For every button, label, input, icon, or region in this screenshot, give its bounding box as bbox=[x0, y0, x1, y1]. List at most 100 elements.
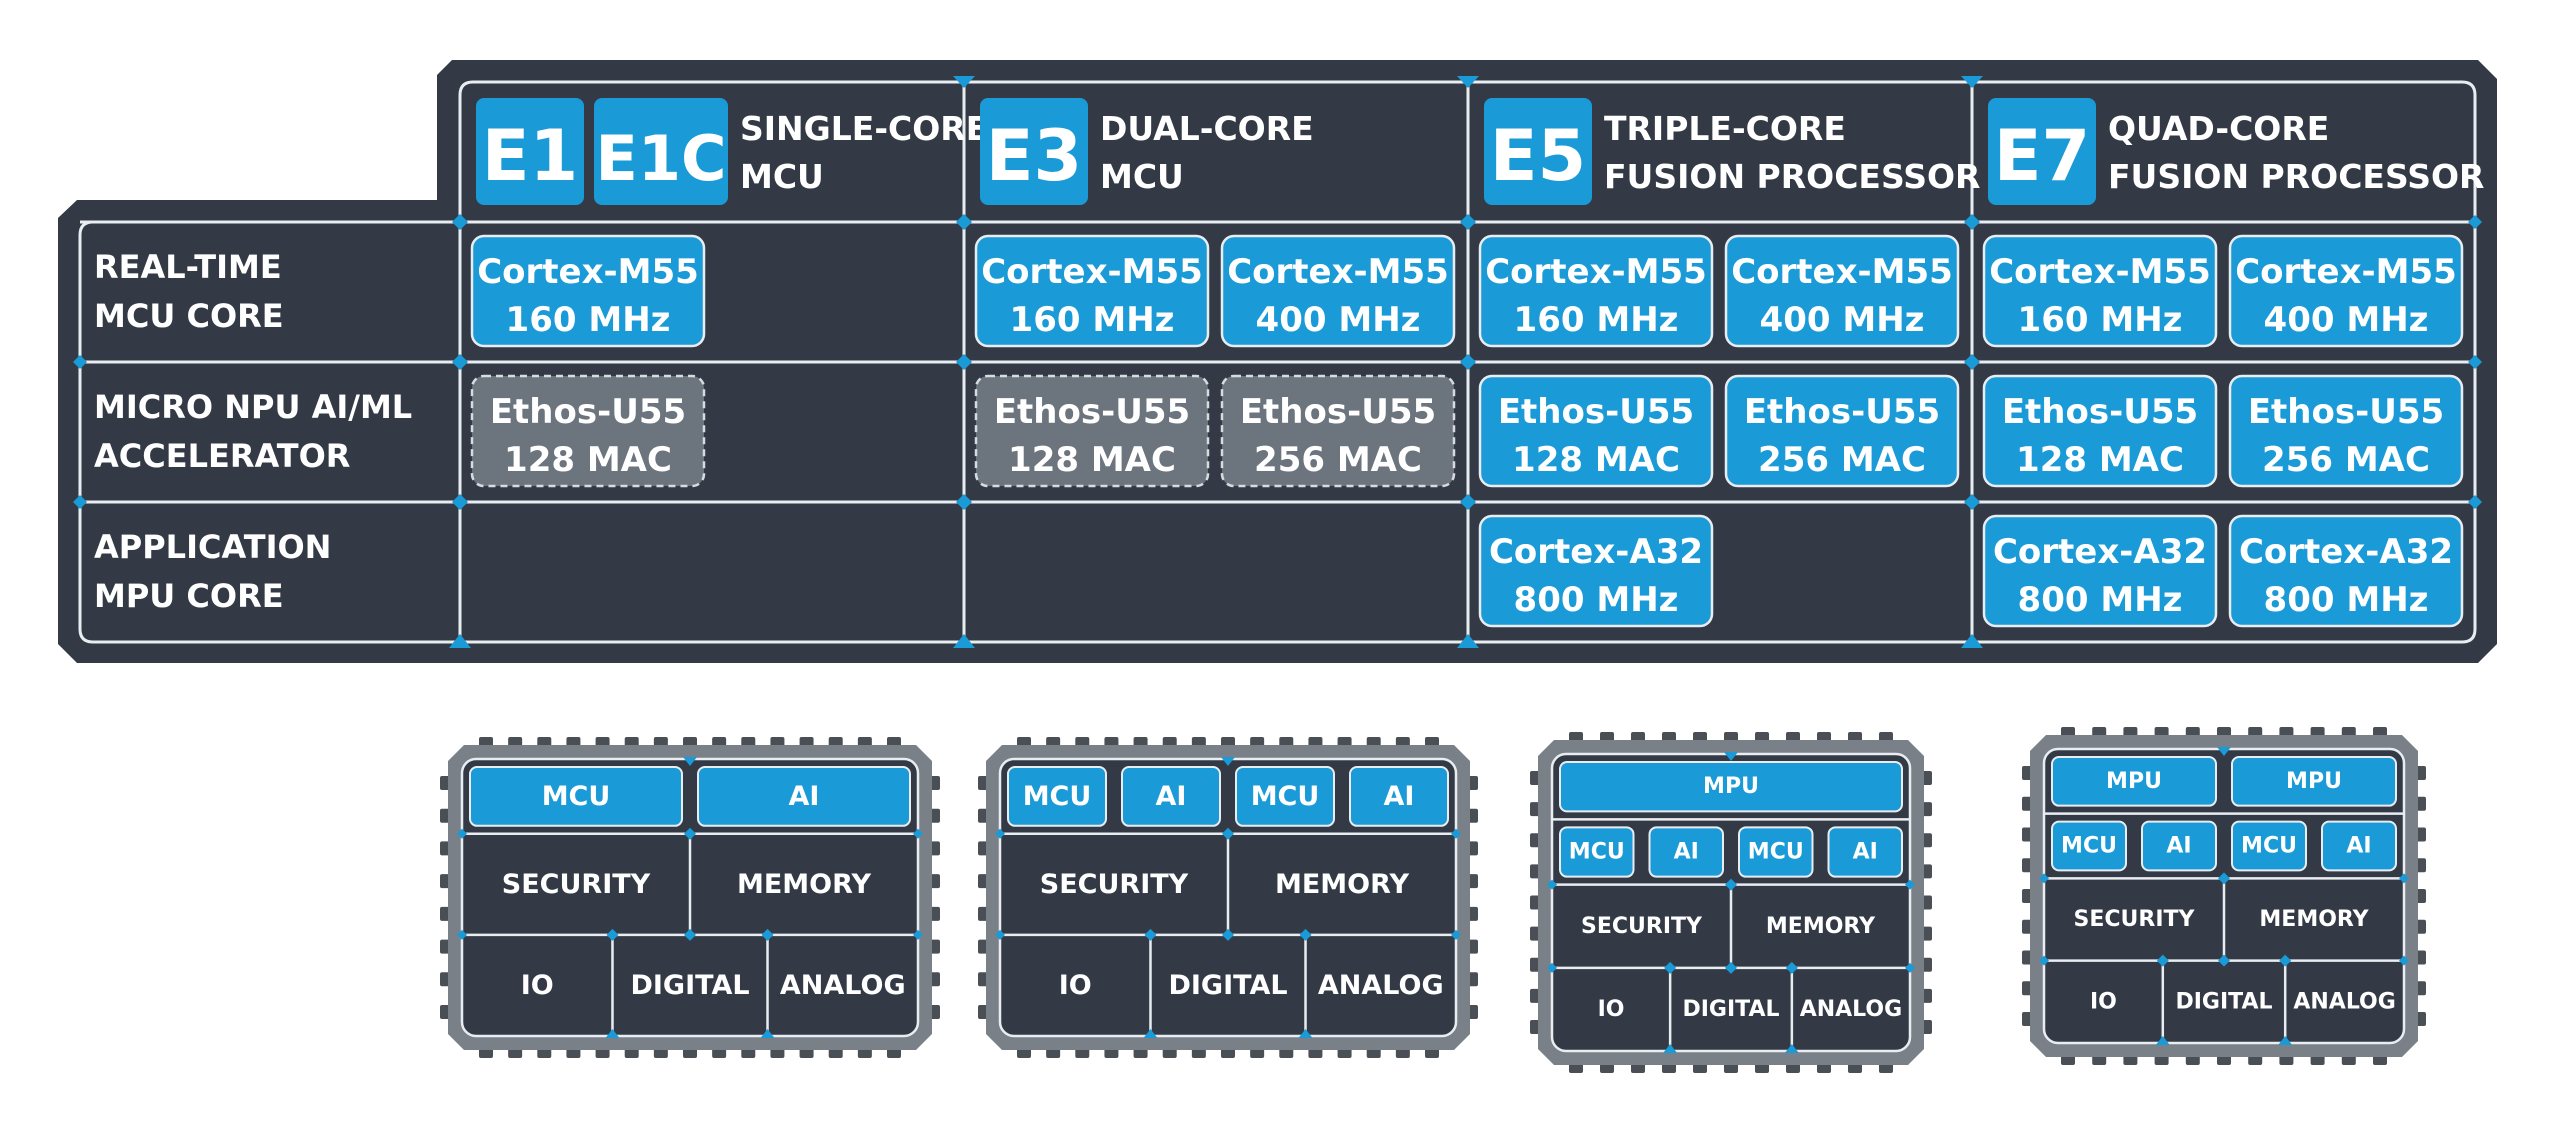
connector-dot bbox=[1221, 757, 1235, 766]
connector-dot bbox=[1460, 354, 1476, 370]
chip-block-label: AI bbox=[2346, 834, 2371, 859]
spec-box bbox=[2228, 234, 2464, 348]
column-title-line1: TRIPLE-CORE bbox=[1604, 109, 1846, 148]
chip-block bbox=[1349, 766, 1449, 827]
chip-block-label: AI bbox=[1384, 781, 1415, 812]
spec-value: 128 MAC bbox=[1008, 440, 1176, 480]
connector-dot bbox=[1143, 1029, 1158, 1038]
model-badge bbox=[1988, 98, 2096, 205]
connector-dot bbox=[913, 929, 923, 940]
chip-region-label: MEMORY bbox=[1766, 914, 1876, 939]
connector-dot bbox=[1961, 634, 1983, 648]
connector-dot bbox=[684, 827, 696, 840]
spec-box bbox=[1478, 234, 1714, 348]
chip-block-label: AI bbox=[1674, 840, 1699, 865]
chip-region-label: MEMORY bbox=[1275, 869, 1409, 900]
column-title-line1: DUAL-CORE bbox=[1100, 109, 1314, 148]
spec-value: 160 MHz bbox=[1514, 300, 1679, 340]
spec-name: Ethos-U55 bbox=[2002, 392, 2198, 432]
chip-region-label: IO bbox=[2090, 989, 2117, 1014]
connector-dot bbox=[2468, 495, 2482, 509]
chip-block-label: MPU bbox=[1703, 774, 1759, 799]
connector-dot bbox=[760, 1029, 775, 1038]
chip-connectors bbox=[2039, 747, 2409, 1045]
connector-dot bbox=[1725, 961, 1737, 974]
chip-region-label: DIGITAL bbox=[1168, 970, 1287, 1001]
connector-dot bbox=[1144, 928, 1157, 941]
chip-block-label: MPU bbox=[2286, 769, 2342, 794]
chip-region-label: SECURITY bbox=[2074, 907, 2196, 932]
chip-block-label: MPU bbox=[2106, 769, 2162, 794]
spec-name: Cortex-M55 bbox=[1989, 252, 2211, 292]
chip-region-label: IO bbox=[1059, 970, 1092, 1001]
spec-value: 800 MHz bbox=[2264, 580, 2429, 620]
connector-dot bbox=[1460, 494, 1476, 510]
chip-block-label: MCU bbox=[1023, 781, 1092, 812]
chip-connectors bbox=[457, 757, 923, 1038]
connector-dot bbox=[2399, 955, 2409, 966]
connector-dot bbox=[1222, 827, 1234, 840]
model-badge bbox=[980, 98, 1088, 205]
spec-value: 256 MAC bbox=[1254, 440, 1422, 480]
spec-name: Ethos-U55 bbox=[1240, 392, 1436, 432]
spec-name: Cortex-M55 bbox=[981, 252, 1203, 292]
connector-dot bbox=[449, 634, 471, 648]
chip-region-label: MEMORY bbox=[2259, 907, 2369, 932]
spec-name: Ethos-U55 bbox=[1498, 392, 1694, 432]
chip-region-label: ANALOG bbox=[2293, 989, 2395, 1014]
connector-dot bbox=[1222, 928, 1234, 941]
spec-name: Cortex-M55 bbox=[1731, 252, 1953, 292]
connector-dot bbox=[457, 828, 467, 839]
row-label-line2: ACCELERATOR bbox=[94, 437, 350, 475]
chip-region-label: ANALOG bbox=[1318, 970, 1444, 1001]
chip-block bbox=[697, 766, 911, 827]
connector-dot bbox=[1663, 1044, 1678, 1053]
chip-block-label: MCU bbox=[1569, 840, 1625, 865]
connector-dot bbox=[1451, 828, 1461, 839]
chip-block bbox=[2051, 756, 2217, 807]
connector-dot bbox=[457, 929, 467, 940]
connector-dot bbox=[1451, 929, 1461, 940]
connector-dot bbox=[1457, 634, 1479, 648]
chip-block bbox=[2321, 820, 2397, 872]
connector-dot bbox=[452, 354, 468, 370]
spec-cell: Cortex-M55 160 MHz bbox=[470, 234, 706, 348]
connector-dot bbox=[1964, 214, 1980, 230]
connector-dot bbox=[2039, 873, 2049, 884]
chip-region-label: IO bbox=[521, 970, 554, 1001]
column-title-line2: MCU bbox=[1100, 157, 1184, 196]
spec-name: Cortex-M55 bbox=[1485, 252, 1707, 292]
spec-name: Cortex-M55 bbox=[477, 252, 699, 292]
chip-block-label: AI bbox=[789, 781, 820, 812]
spec-box-optional bbox=[974, 374, 1210, 488]
row-label-line1: REAL-TIME bbox=[94, 248, 282, 286]
chip-block bbox=[1121, 766, 1221, 827]
spec-name: Cortex-A32 bbox=[1993, 532, 2207, 572]
grid-connectors bbox=[73, 76, 2482, 648]
spec-value: 160 MHz bbox=[506, 300, 671, 340]
row-label-line2: MCU CORE bbox=[94, 297, 284, 335]
chip-connectors bbox=[1547, 752, 1915, 1053]
spec-box bbox=[1724, 374, 1960, 488]
connector-dot bbox=[73, 355, 87, 369]
spec-value: 400 MHz bbox=[1256, 300, 1421, 340]
connector-dot bbox=[953, 634, 975, 648]
connector-dot bbox=[2468, 215, 2482, 229]
connector-dot bbox=[995, 828, 1005, 839]
chip-region-label: ANALOG bbox=[780, 970, 906, 1001]
